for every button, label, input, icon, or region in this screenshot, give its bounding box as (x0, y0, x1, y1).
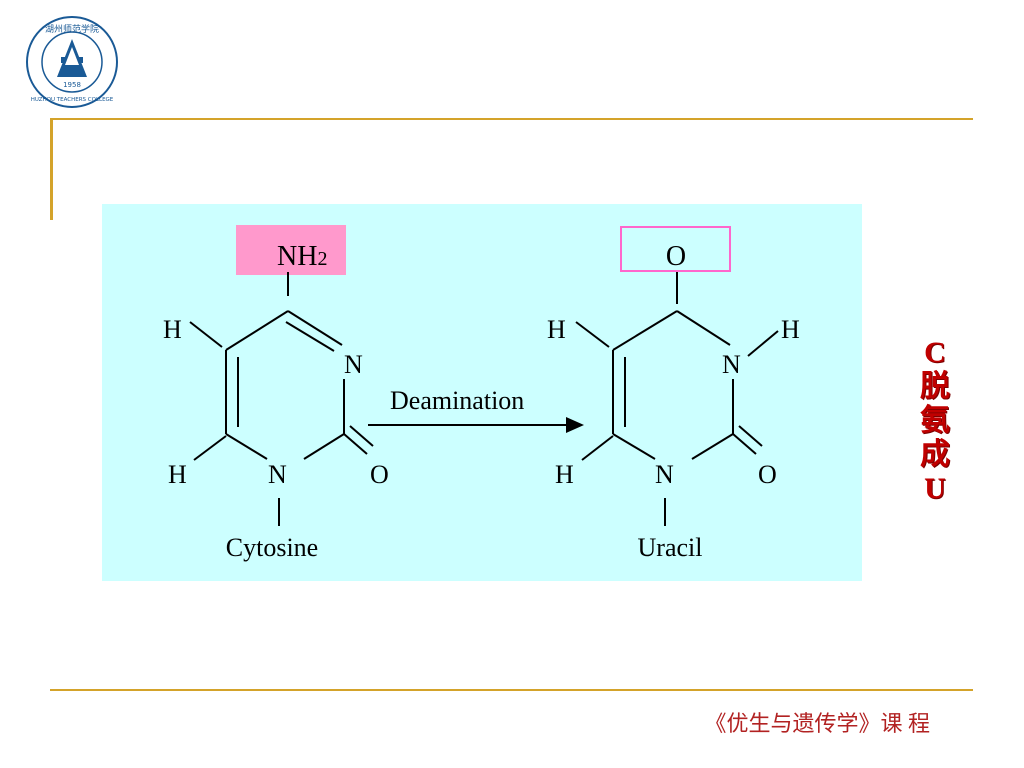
header-side-rule (50, 118, 53, 220)
uracil-name: Uracil (638, 533, 703, 562)
cytosine-n-ring: N (344, 350, 363, 379)
logo-top-text: 湖州师范学院 (45, 23, 99, 35)
uracil-n-h: H (781, 315, 800, 344)
side-note-char: 成 (920, 438, 950, 471)
uracil-n-ring: N (722, 350, 741, 379)
side-note-char: C (924, 336, 946, 369)
uracil-bonds (575, 272, 779, 526)
cytosine-bonds (189, 272, 374, 526)
uracil-o-top: O (666, 241, 686, 272)
cytosine-h-top: H (163, 315, 182, 344)
logo-year: 1958 (63, 81, 81, 89)
cytosine-h-bottom: H (168, 460, 187, 489)
cytosine-nh2: NH2 (277, 241, 327, 272)
uracil-h-bottom: H (555, 460, 574, 489)
arrow-head-icon (566, 417, 584, 433)
side-note-char: 脱 (920, 370, 950, 403)
logo-bottom-text: HUZHOU TEACHERS COLLEGE (31, 97, 114, 103)
cytosine-n1: N (268, 460, 287, 489)
uracil-n1: N (655, 460, 674, 489)
side-note-char: 氨 (920, 404, 950, 437)
side-note: C 脱 氨 成 U (918, 336, 952, 506)
uracil-o-highlight (620, 226, 731, 272)
college-logo: 湖州师范学院 HUZHOU TEACHERS COLLEGE 1958 (26, 16, 118, 108)
deamination-diagram: NH2 H N H N O Cytosine Deamination O (163, 225, 800, 562)
header-rule (50, 118, 973, 120)
diagram-panel (102, 204, 862, 581)
footer-rule (50, 689, 973, 691)
reaction-label: Deamination (390, 386, 524, 415)
uracil-h-top: H (547, 315, 566, 344)
side-note-char: U (924, 472, 946, 505)
course-footer: 《优生与遗传学》课 程 (704, 711, 930, 736)
cytosine-name: Cytosine (226, 533, 318, 562)
cytosine-nh2-highlight (236, 225, 346, 275)
uracil-o: O (758, 460, 777, 489)
cytosine-o: O (370, 460, 389, 489)
